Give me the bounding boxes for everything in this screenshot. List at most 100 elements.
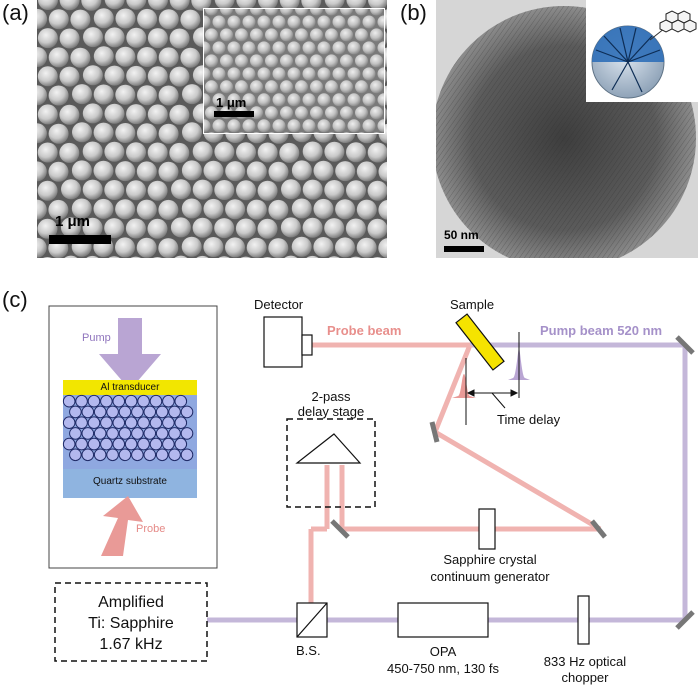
sphere [147,104,168,125]
lattice-sphere [137,394,150,408]
sphere [328,256,340,258]
chopper-label: 833 Hz optical chopper [530,654,640,686]
sphere [295,28,308,42]
sphere [332,67,346,81]
sphere [115,46,136,67]
opa-label-line2: 450-750 nm, 130 fs [386,661,500,676]
mirror-top-right [675,335,695,355]
sphere [235,9,248,16]
lattice-sphere [93,448,107,462]
lattice-sphere [106,427,119,440]
sphere [279,142,300,163]
sphere [153,257,162,258]
sphere [373,257,382,258]
lattice-sphere [137,416,150,430]
mirror-probe-left [429,421,440,443]
sphere [377,41,384,55]
sphere [227,67,241,81]
sphere [268,132,275,133]
sphere [212,67,226,81]
sphere [169,142,190,163]
sphere [59,28,80,49]
sphere [356,199,377,220]
sphere [37,123,47,144]
sphere [136,237,157,258]
sphere [126,65,147,86]
sphere [317,67,331,81]
delay-stage-label: 2-pass delay stage [283,389,379,419]
lattice-sphere [124,416,138,430]
sphere [258,0,278,10]
opa-label: OPA 450-750 nm, 130 fs [370,643,516,677]
sphere [214,0,235,10]
sphere [82,217,103,238]
sphere [355,80,368,94]
opa-label-line1: OPA [429,644,457,659]
lattice-sphere [100,416,113,430]
sphere [48,9,69,30]
sphere [48,123,69,144]
sphere [227,93,241,107]
lattice-sphere [118,448,132,462]
sphere [108,256,120,258]
sphere [203,237,224,257]
lattice-sphere [143,448,157,462]
detector-window [301,334,313,356]
sphere [203,198,224,219]
sphere [71,198,92,219]
sphere [204,93,211,107]
sphere [367,180,387,201]
sphere [93,8,114,29]
sphere [212,119,226,133]
sphere [48,47,69,68]
sphere [147,218,168,239]
sphere [250,9,263,16]
sphere [48,85,69,106]
sphere [346,180,366,201]
lattice-sphere [62,437,76,451]
sphere [302,67,316,81]
lattice-sphere [106,448,119,462]
sphere [204,119,211,133]
sphere [169,104,190,125]
sphere [235,54,248,68]
inset-scale-label: 1 μm [216,95,247,110]
sphere [220,54,233,68]
sphere [377,67,384,81]
sphere [192,217,213,238]
sphere [340,28,353,42]
tem-micrograph: 50 nm [436,0,698,258]
sphere-lattice [62,394,194,462]
sphere [335,237,355,258]
lattice-sphere [149,416,163,430]
lattice-sphere [155,427,169,440]
sphere [257,119,271,133]
sphere [37,104,58,125]
sphere [136,199,157,220]
lattice-sphere [62,394,76,408]
sphere [147,142,168,163]
sphere [368,0,387,10]
lattice-sphere [174,416,188,430]
lattice-sphere [69,405,82,419]
sphere [158,9,179,30]
sphere [302,15,316,29]
sphere [158,199,179,220]
sphere [356,237,377,258]
sphere [291,198,312,219]
lattice-sphere [168,405,181,419]
sphere [212,93,226,107]
lattice-sphere [124,437,138,451]
sphere [192,141,213,162]
lattice-sphere [137,437,150,451]
sphere [212,15,226,29]
time-delay-arrow [466,389,519,409]
sphere [104,27,125,48]
sphere [377,119,384,133]
sem-inset: 1 μm [203,8,385,134]
sphere [170,217,191,238]
sphere [370,54,383,68]
sphere [324,218,345,239]
lattice-sphere [162,416,175,430]
sphere [204,41,211,55]
